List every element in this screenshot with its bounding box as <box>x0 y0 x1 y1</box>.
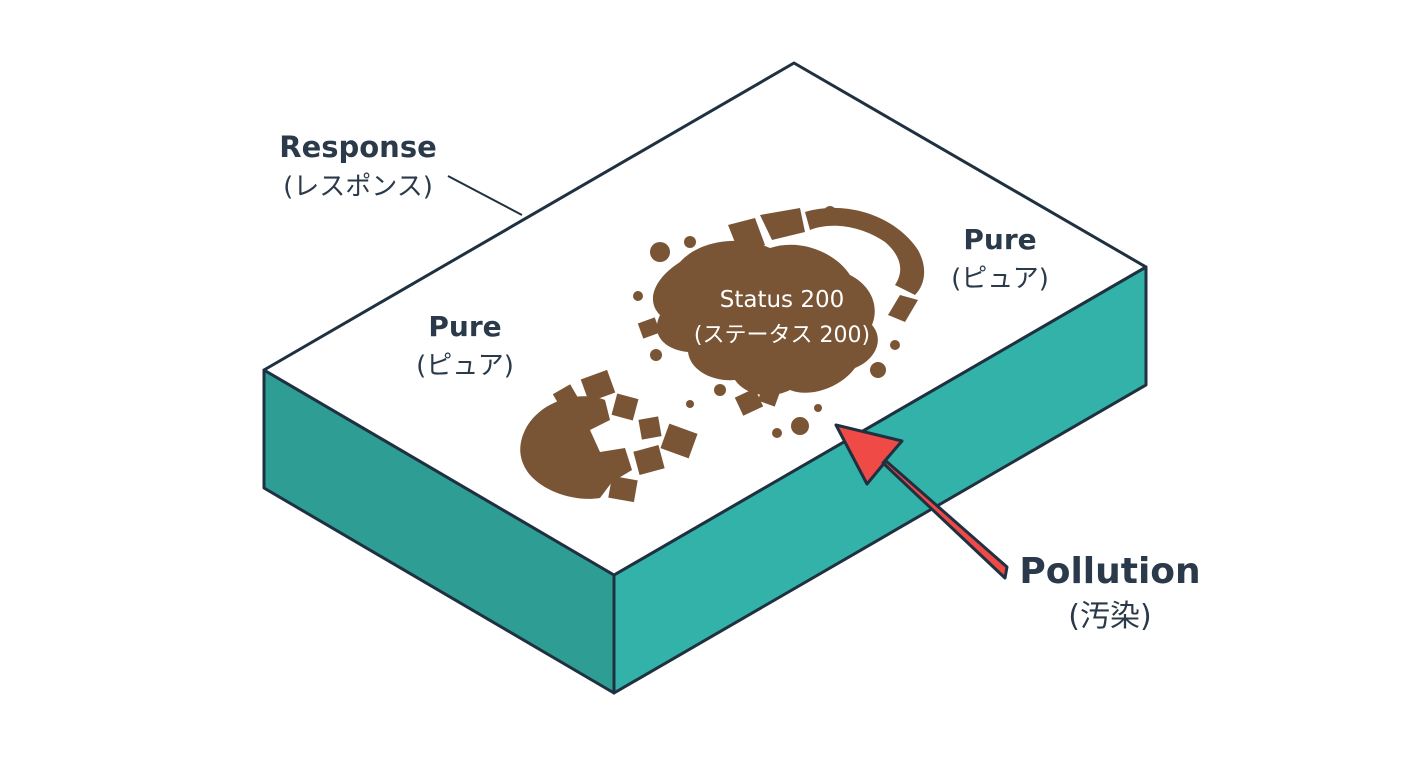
pollution-sublabel: (汚染) <box>1068 599 1151 634</box>
mud-lug <box>637 317 661 339</box>
mud-toe-arc <box>805 207 925 295</box>
mud-toe-arc-4 <box>888 295 918 322</box>
mud-sole <box>652 240 878 396</box>
pure-right-sublabel: (ピュア) <box>951 264 1049 294</box>
mud-lug <box>757 385 781 407</box>
mud-heel <box>520 396 632 499</box>
mud-heel-lug <box>608 475 638 503</box>
pure-left-label: Pure <box>428 310 501 343</box>
mud-heel-lug <box>611 393 639 421</box>
pollution-label: Pollution <box>1019 551 1200 592</box>
response-sublabel: (レスポンス) <box>283 172 433 202</box>
pure-left-sublabel: (ピュア) <box>416 351 514 381</box>
pollution-arrow-icon <box>834 423 1009 580</box>
mud-heel-lug <box>633 445 665 475</box>
mud-heel-lug <box>660 423 698 459</box>
mud-lug <box>734 388 764 416</box>
mud-toe-arc-2 <box>760 208 805 240</box>
mud-heel-lug <box>580 369 616 403</box>
mud-dot <box>686 400 694 408</box>
mud-dot <box>684 236 696 248</box>
mud-dot <box>633 291 643 301</box>
response-label: Response <box>279 130 437 164</box>
mud-dot <box>824 206 836 218</box>
mud-dot <box>890 340 900 350</box>
mud-dot <box>772 428 782 438</box>
mud-heel-lug <box>638 416 662 440</box>
status-label: Status 200 <box>720 287 845 313</box>
response-leader-line <box>447 175 523 216</box>
pure-right-label: Pure <box>963 223 1036 256</box>
mud-dot <box>714 384 726 396</box>
mud-toe-arc-3 <box>728 218 765 255</box>
mud-dot <box>650 349 662 361</box>
status-sublabel: (ステータス 200) <box>694 323 870 348</box>
mud-dot <box>791 417 809 435</box>
mud-dot <box>870 362 886 378</box>
boot-footprint-icon <box>520 206 925 503</box>
mud-dot <box>814 404 822 412</box>
mud-heel-lug <box>552 384 580 410</box>
mud-dot <box>650 242 670 262</box>
